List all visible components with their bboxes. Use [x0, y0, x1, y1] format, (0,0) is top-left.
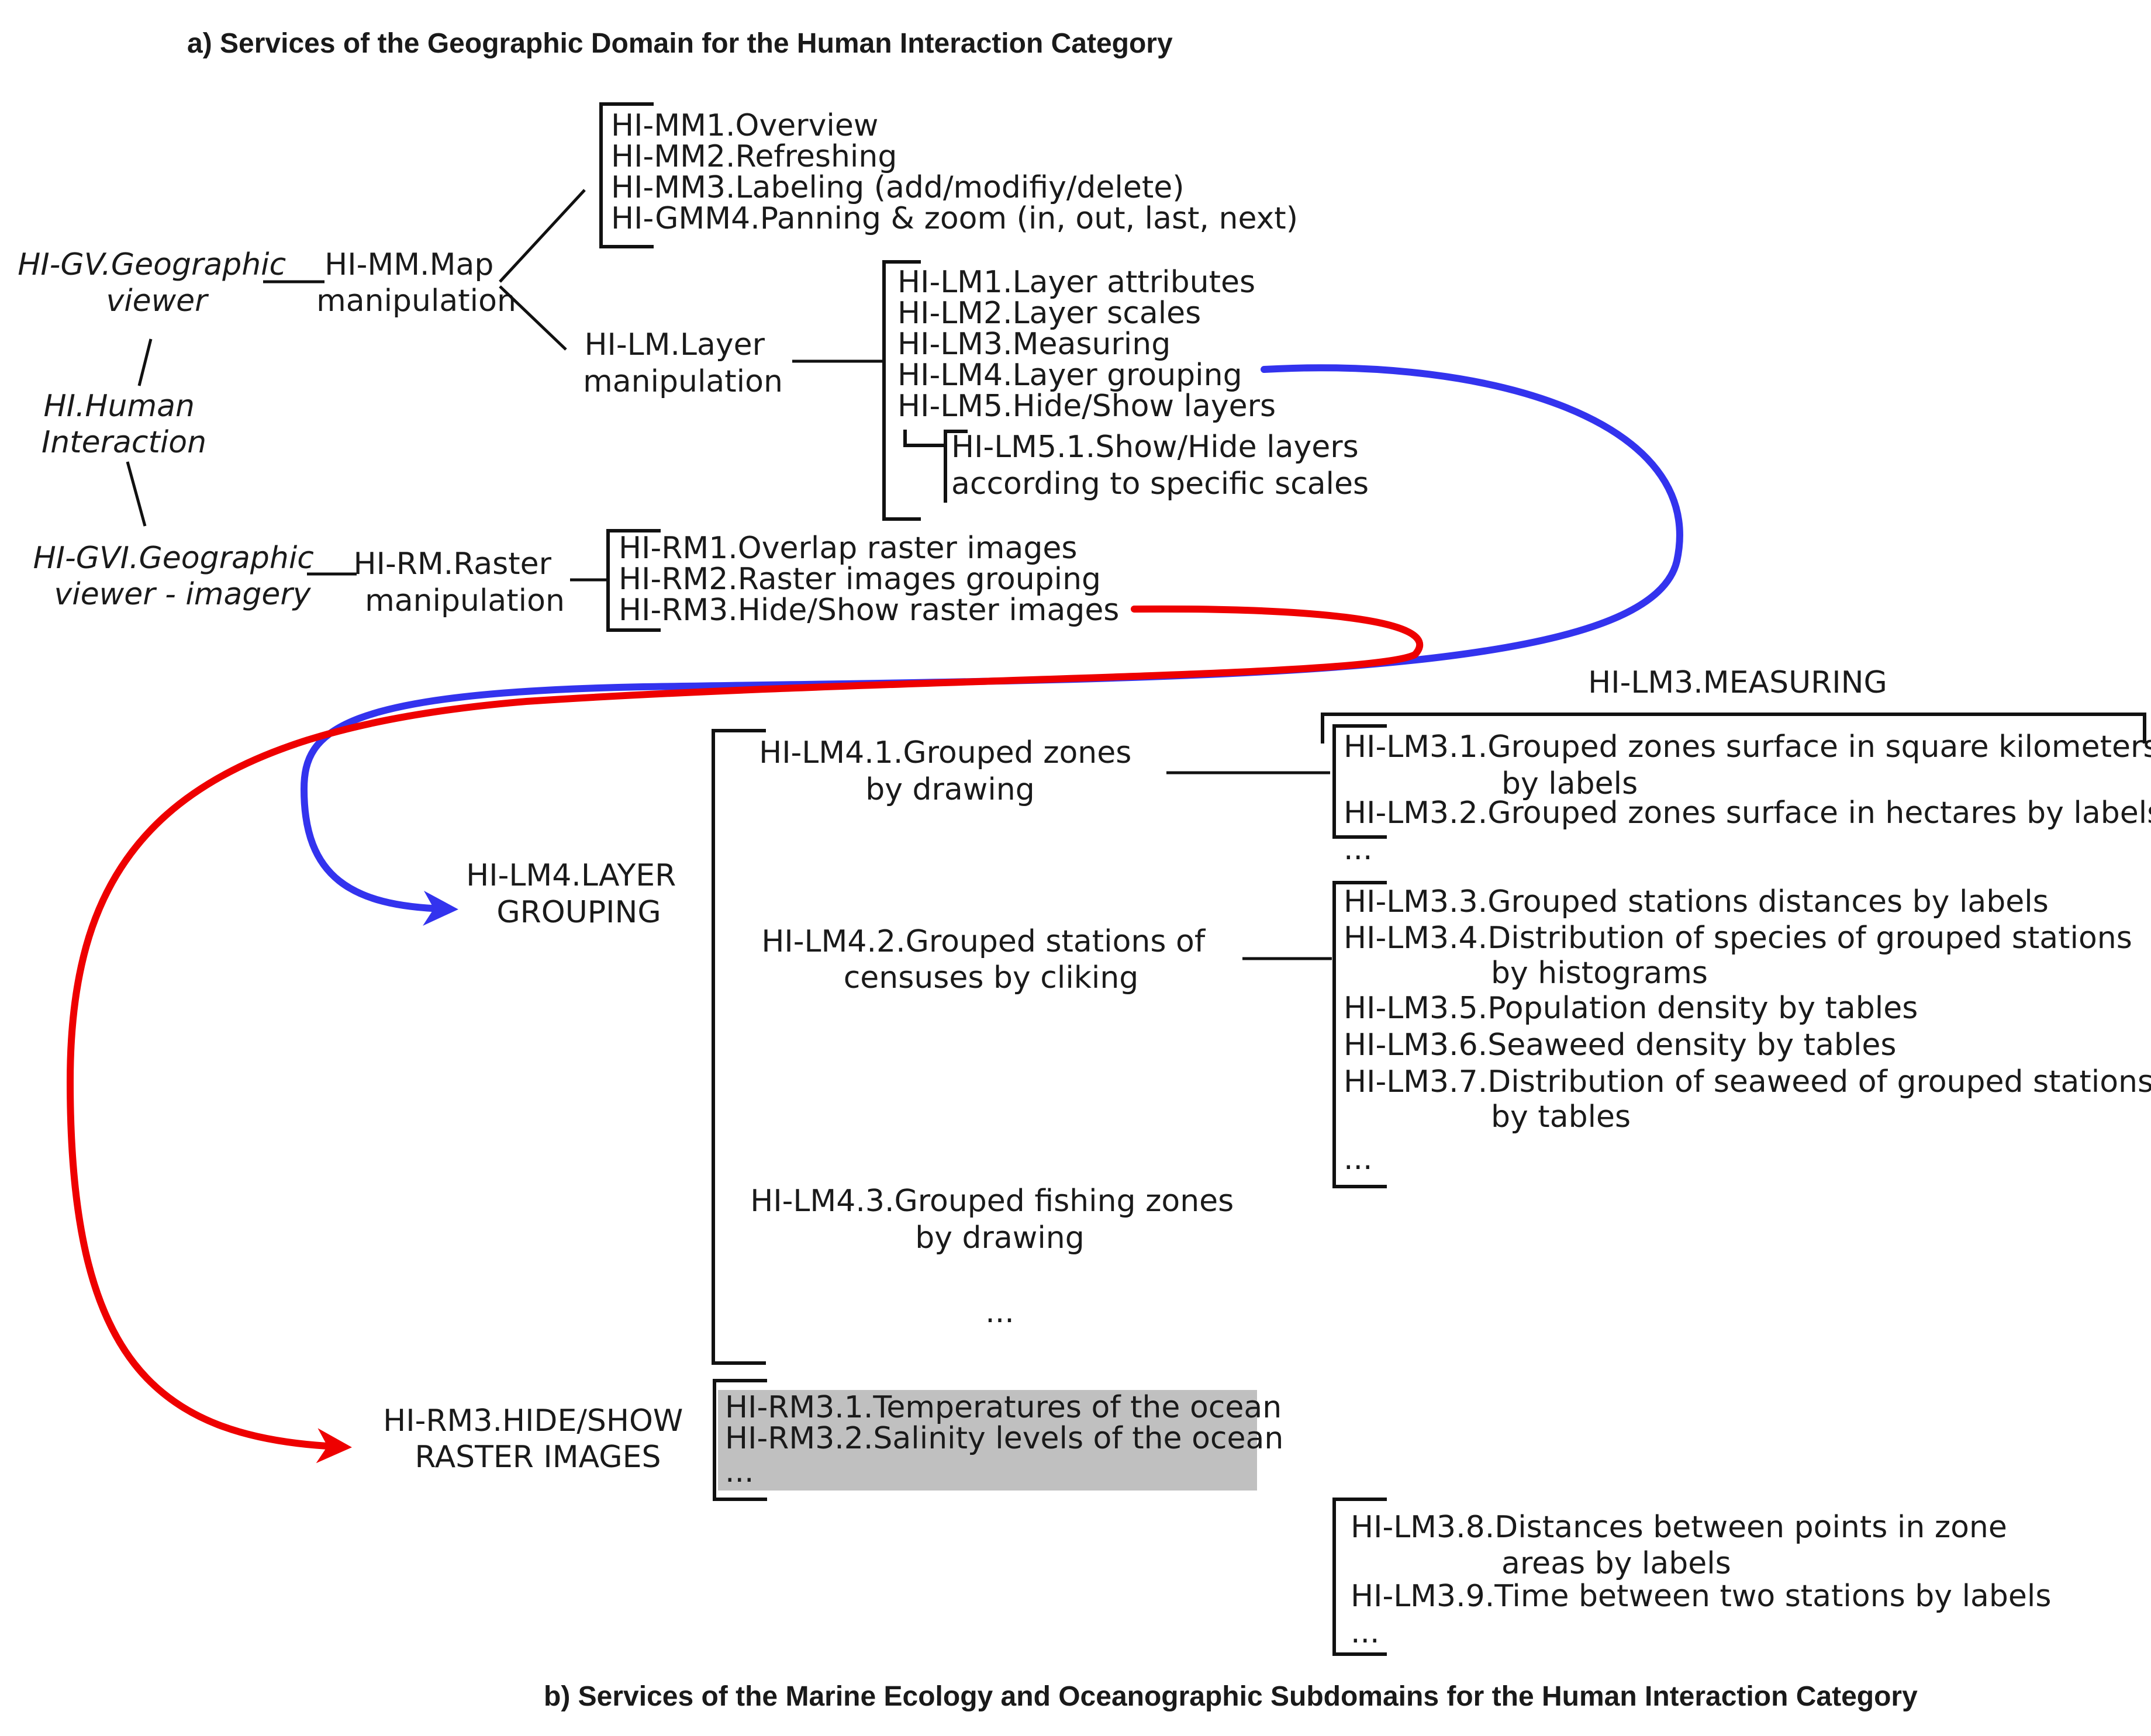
list-map-manipulation: HI-MM1.Overview HI-MM2.Refreshing HI-MM3…	[611, 108, 1298, 236]
node-layer-manipulation: HI-LM.Layer manipulation	[583, 327, 783, 399]
raster-manipulation-group: HI-RM.Raster manipulation HI-RM1.Overlap…	[354, 529, 1119, 632]
bracket-layer-grouping	[712, 729, 766, 1365]
bracket-raster-hide-show	[713, 1379, 767, 1501]
connector-lm5-sub	[903, 430, 947, 447]
list-raster-manipulation: HI-RM1.Overlap raster images HI-RM2.Rast…	[619, 531, 1119, 628]
bracket-lm5-sub	[944, 430, 968, 503]
node-human-interaction: HI.Human Interaction	[42, 389, 206, 460]
title-layer-grouping: HI-LM4.LAYER GROUPING	[466, 858, 686, 930]
layer-grouping-section: HI-LM4.LAYER GROUPING HI-LM4.1.Grouped z…	[466, 729, 1332, 1365]
bracket-measuring-group3	[1332, 1498, 1387, 1656]
title-measuring: HI-LM3.MEASURING	[1588, 665, 1887, 700]
group-grouped-stations: HI-LM4.2.Grouped stations of censuses by…	[761, 924, 1214, 995]
node-geographic-viewer-imagery: HI-GVI.Geographic viewer - imagery	[33, 541, 324, 612]
list-measuring-group3: HI-LM3.8.Distances between points in zon…	[1351, 1510, 2061, 1650]
caption-top: a) Services of the Geographic Domain for…	[187, 28, 1173, 59]
measuring-section: HI-LM3.MEASURING HI-LM3.1.Grouped zones …	[1321, 665, 2151, 1656]
list-raster-hide-show: HI-RM3.1.Temperatures of the ocean HI-RM…	[725, 1390, 1293, 1489]
red-arrow	[66, 605, 1423, 1464]
root-tree: HI-GV.Geographic viewer HI.Human Interac…	[18, 247, 357, 612]
title-raster-hide-show: HI-RM3.HIDE/SHOW RASTER IMAGES	[383, 1403, 693, 1475]
list-layer-manipulation: HI-LM1.Layer attributes HI-LM2.Layer sca…	[897, 265, 1276, 424]
connector-gv-hi	[137, 338, 153, 386]
bracket-map-manipulation	[599, 102, 654, 248]
connector-hi-gvi	[126, 461, 147, 527]
node-geographic-viewer: HI-GV.Geographic viewer	[18, 247, 296, 319]
layer-manipulation-group: HI-LM.Layer manipulation HI-LM1.Layer at…	[583, 260, 1369, 521]
group-ellipsis: ...	[985, 1295, 1014, 1330]
caption-bottom: b) Services of the Marine Ecology and Oc…	[544, 1681, 1918, 1712]
bracket-measuring-group1	[1332, 724, 1387, 839]
node-map-manipulation: HI-MM.Map manipulation	[316, 247, 516, 319]
map-manipulation-group: HI-MM.Map manipulation HI-MM1.Overview H…	[316, 102, 1298, 351]
highlight-raster-items	[718, 1390, 1257, 1491]
list-measuring-group2: HI-LM3.3.Grouped stations distances by l…	[1344, 884, 2151, 1177]
bracket-measuring-group2	[1332, 881, 1387, 1188]
connector-mm-lower	[499, 285, 567, 351]
group-grouped-zones: HI-LM4.1.Grouped zones by drawing	[759, 735, 1141, 807]
raster-hide-show-section: HI-RM3.HIDE/SHOW RASTER IMAGES HI-RM3.1.…	[383, 1379, 1293, 1501]
bracket-layer-manipulation	[882, 260, 921, 521]
group-grouped-fishing-zones: HI-LM4.3.Grouped fishing zones by drawin…	[750, 1184, 1244, 1256]
node-raster-manipulation: HI-RM.Raster manipulation	[354, 547, 565, 618]
list-measuring-group1: HI-LM3.1.Grouped zones surface in square…	[1344, 729, 2151, 867]
bracket-measuring-top	[1321, 713, 2146, 743]
list-lm5-sub: HI-LM5.1.Show/Hide layers according to s…	[951, 430, 1369, 502]
connector-mm-upper	[499, 189, 586, 283]
bracket-raster-manipulation	[606, 529, 661, 632]
